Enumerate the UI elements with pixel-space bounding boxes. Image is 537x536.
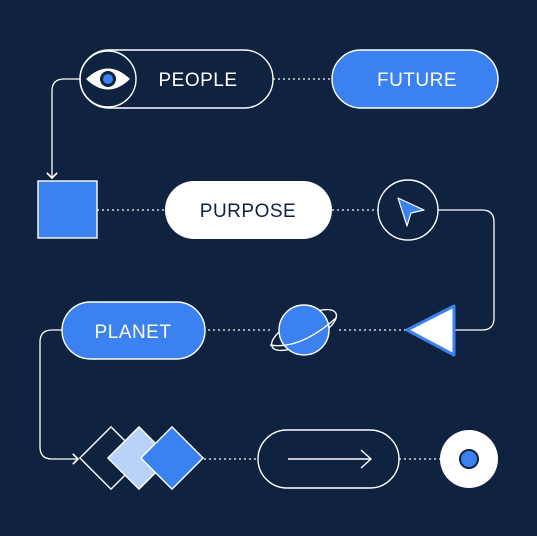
triangle-shape (405, 304, 456, 357)
purpose-label: PURPOSE (200, 201, 296, 222)
purpose-pill: PURPOSE (165, 181, 332, 239)
connector-cursor-triangle (438, 209, 495, 331)
planet-icon (269, 304, 338, 356)
arrow-right-icon (288, 449, 373, 469)
connector-planet-diamonds (39, 329, 80, 465)
future-label: FUTURE (377, 70, 457, 91)
connector-people-square (46, 78, 80, 180)
arrow-pill (257, 429, 400, 489)
diamond-shapes (78, 425, 205, 491)
eye-icon (79, 50, 137, 108)
cursor-arrow-icon (377, 179, 439, 241)
people-pill: PEOPLE (79, 49, 274, 109)
connectors (39, 78, 495, 465)
people-label: PEOPLE (158, 70, 237, 91)
planet-label: PLANET (95, 322, 172, 343)
target-dot-icon (440, 430, 498, 488)
square-shape (37, 180, 98, 239)
future-pill: FUTURE (331, 49, 499, 109)
planet-label-pill: PLANET (61, 301, 206, 360)
